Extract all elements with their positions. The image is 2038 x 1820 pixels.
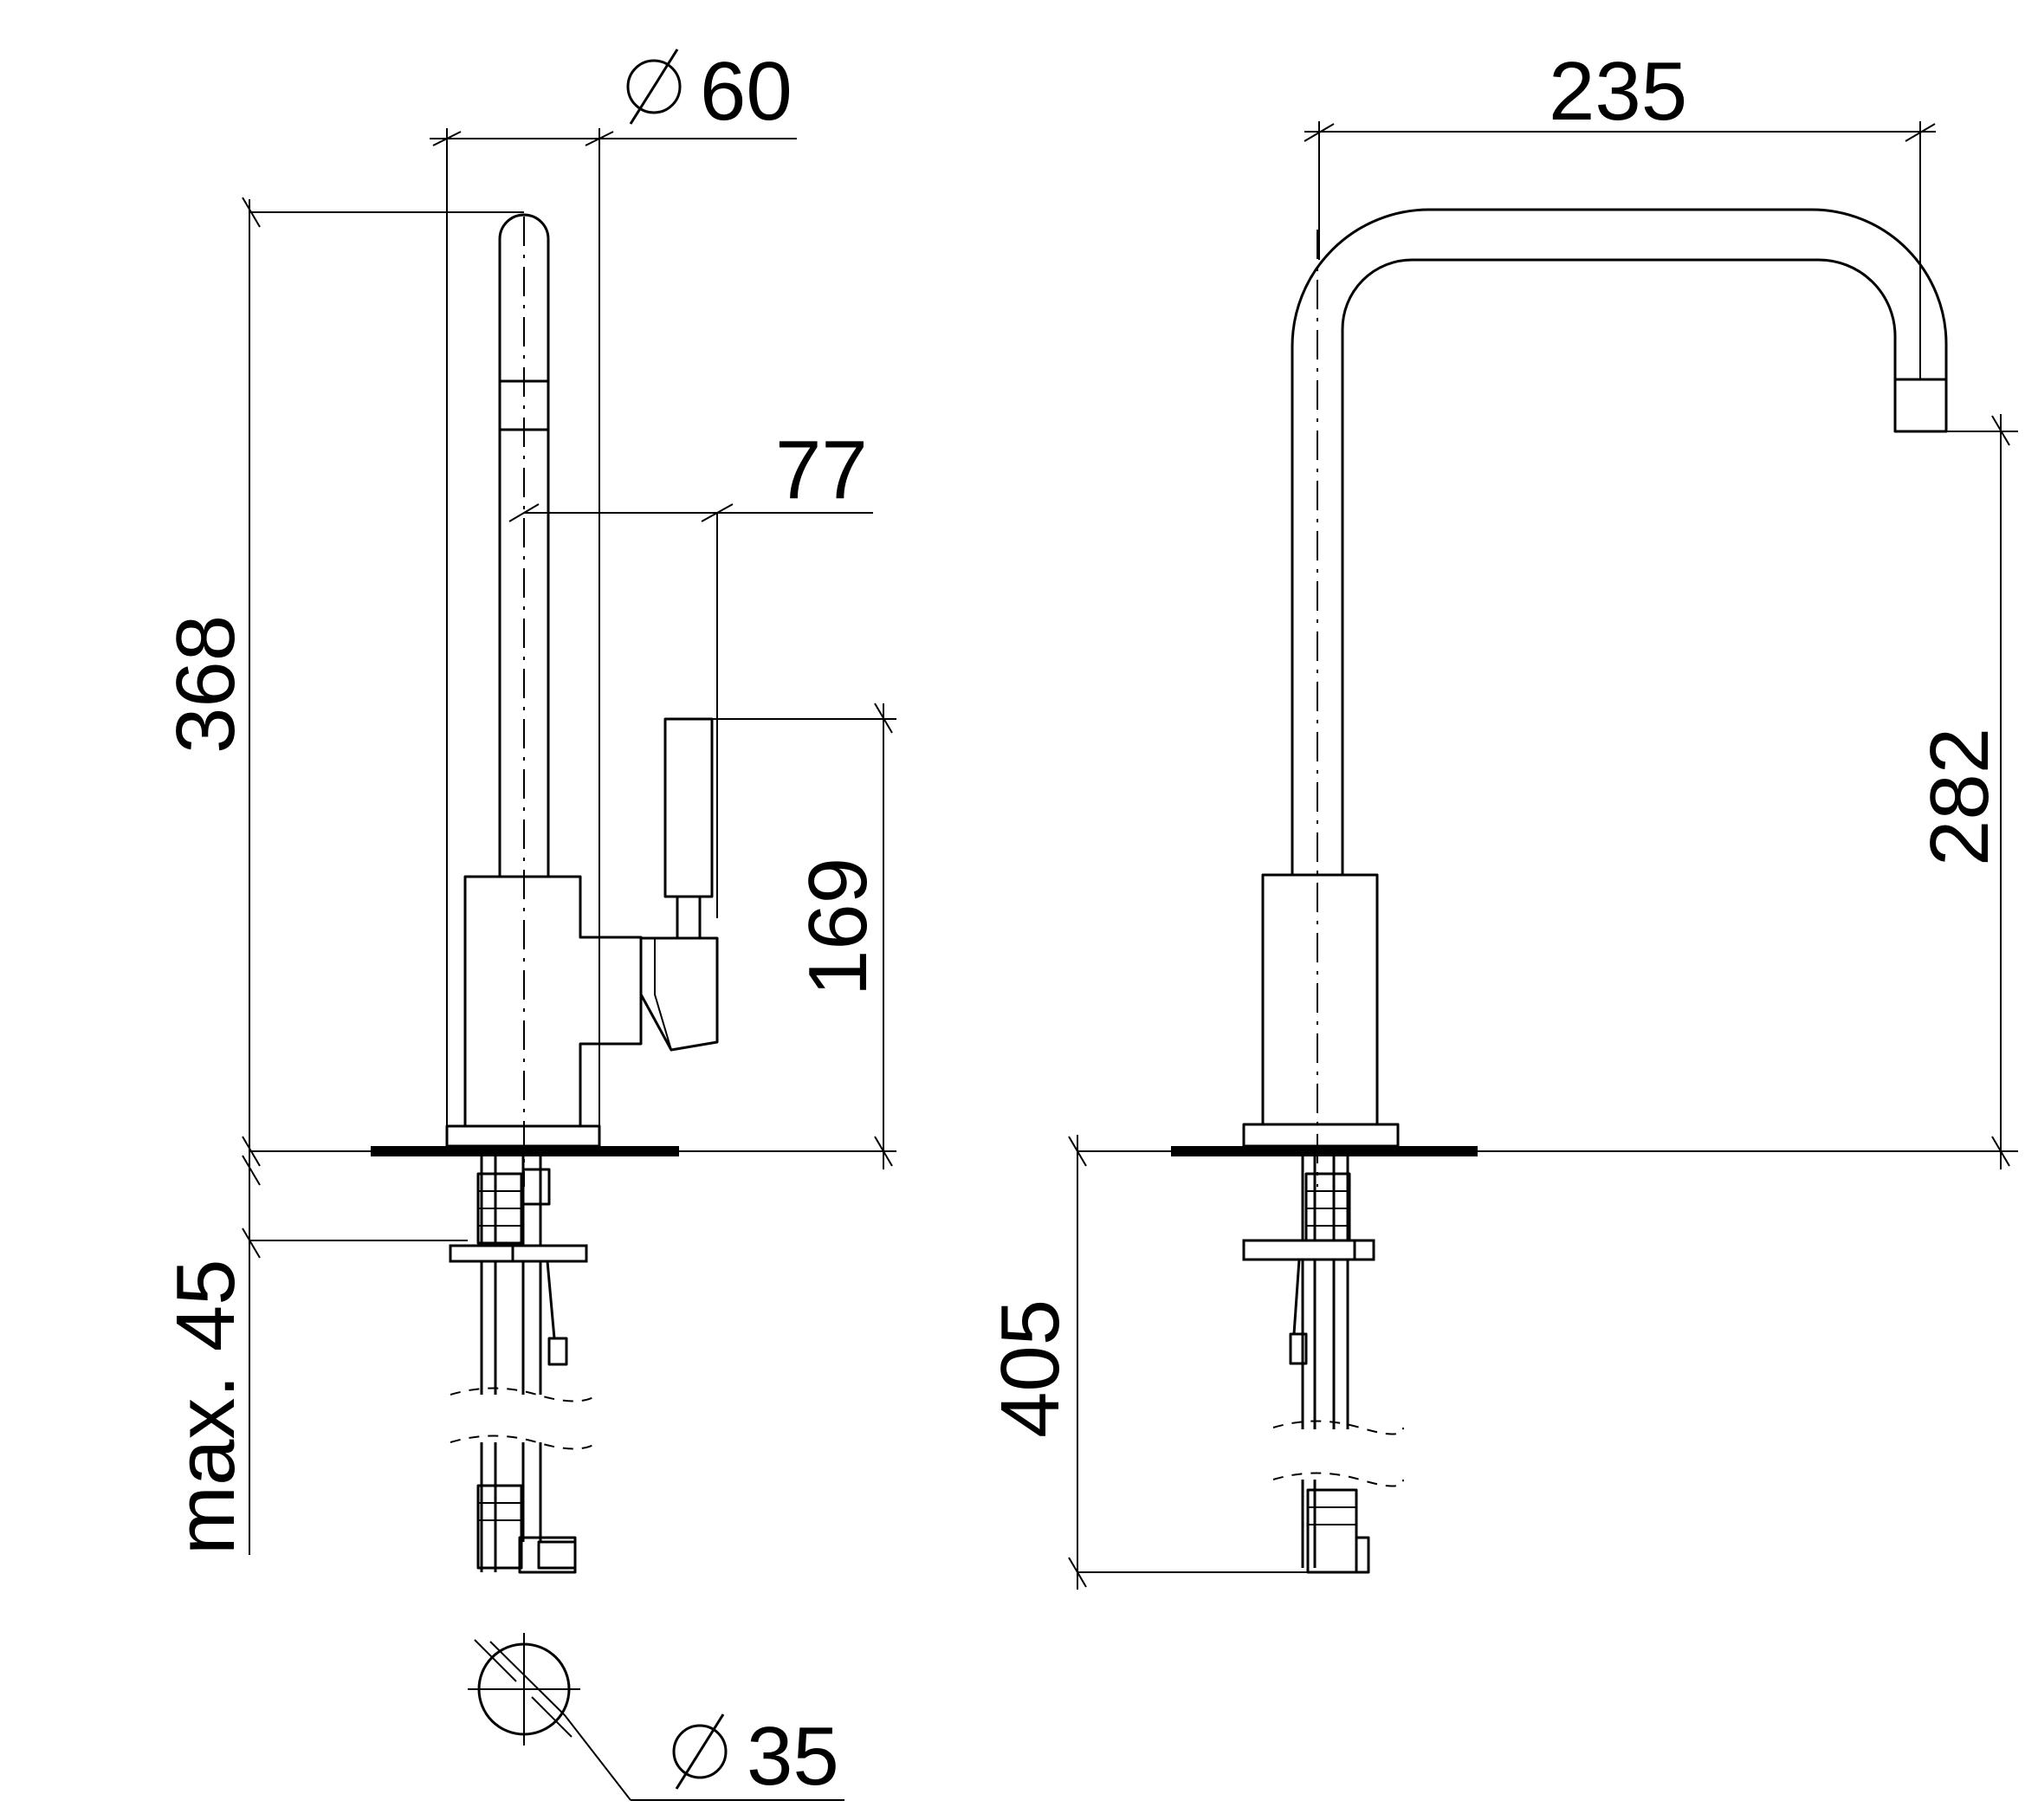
mounting-hole-symbol — [468, 1633, 844, 1801]
dim-diameter-35: 35 — [672, 1710, 839, 1803]
dim-height-282: 282 — [1478, 414, 2018, 1169]
counter-plate-left — [371, 1146, 679, 1156]
spout-pipe-side — [498, 213, 550, 877]
lever-housing — [639, 936, 719, 1052]
side-view: 60 368 77 169 — [159, 45, 896, 1803]
dim-diameter-60: 60 — [430, 45, 797, 1126]
dim-label-max45: max. 45 — [159, 1260, 252, 1555]
dim-label-368: 368 — [159, 615, 252, 754]
supply-hoses-left — [449, 1156, 598, 1574]
dim-label-405: 405 — [984, 1299, 1077, 1438]
supply-hoses-right — [1242, 1156, 1404, 1574]
dim-label-169: 169 — [792, 858, 884, 996]
front-view: 235 282 405 — [984, 45, 2018, 1590]
counter-plate-right — [1171, 1146, 1478, 1156]
dim-depth-405: 405 — [984, 1135, 1368, 1590]
dim-reach-235: 235 — [1304, 45, 1936, 379]
lever-handle — [663, 717, 714, 898]
dim-label-35: 35 — [747, 1710, 839, 1803]
dim-label-235: 235 — [1549, 45, 1687, 138]
base-rim-right — [1242, 1123, 1400, 1148]
lever-neck — [676, 895, 702, 940]
aerator-front — [1893, 378, 1948, 433]
dim-max-45: max. 45 — [159, 1155, 468, 1555]
dim-label-60: 60 — [700, 45, 793, 138]
dim-height-368: 368 — [159, 197, 524, 1169]
dim-label-282: 282 — [1913, 728, 2006, 866]
dim-label-77: 77 — [775, 424, 868, 516]
dim-offset-77: 77 — [508, 424, 873, 918]
faucet-body-right — [1261, 873, 1379, 1126]
spout-pipe-front — [1291, 208, 1948, 875]
faucet-body-left — [463, 875, 643, 1126]
dim-height-169: 169 — [679, 703, 896, 1169]
